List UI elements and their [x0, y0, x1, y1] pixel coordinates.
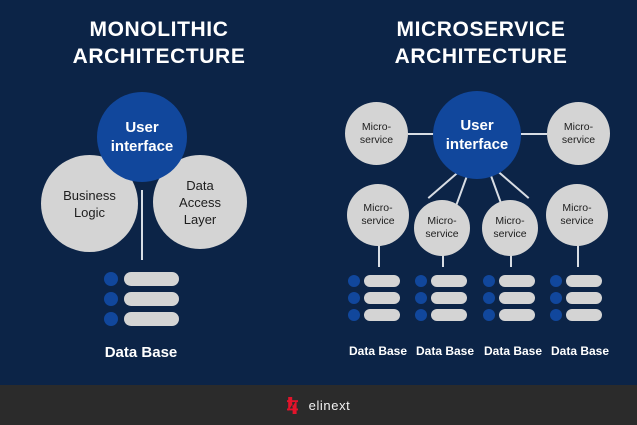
- microservice-label: Micro- service: [359, 120, 394, 146]
- microservice-label: Micro- service: [493, 215, 527, 240]
- microservice-title: MICROSERVICE ARCHITECTURE: [394, 18, 568, 68]
- microservice-label: Micro- service: [561, 120, 596, 146]
- db-row: [550, 292, 602, 304]
- db-row: [104, 292, 179, 306]
- db-bar-icon: [364, 275, 400, 287]
- db-dot-icon: [483, 309, 495, 321]
- db-bar-icon: [124, 272, 179, 286]
- elinext-n-mark-icon: [286, 396, 298, 414]
- db-bar-icon: [124, 292, 179, 306]
- microservice-bottom-3-node[interactable]: Micro- service: [482, 200, 538, 256]
- db-row: [348, 275, 400, 287]
- db-bar-icon: [499, 309, 535, 321]
- db-dot-icon: [104, 272, 118, 286]
- db-bar-icon: [364, 309, 400, 321]
- microservice-top-left-node[interactable]: Micro- service: [345, 102, 408, 165]
- db-dot-icon: [104, 312, 118, 326]
- db-dot-icon: [550, 309, 562, 321]
- db-row: [348, 309, 400, 321]
- db-dot-icon: [483, 292, 495, 304]
- micro-database-2-icon[interactable]: [415, 275, 467, 321]
- db-bar-icon: [566, 275, 602, 287]
- monolithic-title: MONOLITHIC ARCHITECTURE: [72, 18, 246, 68]
- db-bar-icon: [431, 292, 467, 304]
- db-bar-icon: [364, 292, 400, 304]
- microservice-label: Micro- service: [361, 202, 395, 227]
- db-row: [415, 275, 467, 287]
- mono-database-label: Data Base: [104, 344, 178, 361]
- db-dot-icon: [348, 292, 360, 304]
- db-dot-icon: [550, 292, 562, 304]
- micro-database-4-label: Data Base: [550, 344, 610, 358]
- mono-data-access-layer-node[interactable]: Data Access Layer: [153, 155, 247, 249]
- db-bar-icon: [566, 292, 602, 304]
- footer-bar: elinext: [0, 385, 637, 425]
- elinext-logo-text: elinext: [308, 397, 351, 413]
- db-row: [415, 309, 467, 321]
- db-bar-icon: [124, 312, 179, 326]
- db-bar-icon: [499, 275, 535, 287]
- elinext-logo[interactable]: elinext: [286, 396, 351, 415]
- micro-database-4-icon[interactable]: [550, 275, 602, 321]
- micro-user-interface-label: User interface: [445, 117, 509, 153]
- connector-ui-to-database: [141, 190, 143, 260]
- micro-database-3-label: Data Base: [483, 344, 543, 358]
- db-bar-icon: [431, 275, 467, 287]
- mono-database-icon[interactable]: [104, 272, 179, 326]
- db-dot-icon: [104, 292, 118, 306]
- mono-user-interface-node[interactable]: User interface: [97, 92, 187, 182]
- db-dot-icon: [348, 309, 360, 321]
- connector-microservice-4-to-database: [577, 245, 579, 267]
- db-bar-icon: [431, 309, 467, 321]
- db-row: [483, 292, 535, 304]
- db-row: [483, 309, 535, 321]
- micro-user-interface-node[interactable]: User interface: [433, 91, 521, 179]
- db-row: [415, 292, 467, 304]
- micro-database-1-label: Data Base: [348, 344, 408, 358]
- microservice-bottom-2-node[interactable]: Micro- service: [414, 200, 470, 256]
- micro-database-3-icon[interactable]: [483, 275, 535, 321]
- db-dot-icon: [348, 275, 360, 287]
- mono-data-access-layer-label: Data Access Layer: [179, 177, 221, 227]
- microservice-bottom-1-node[interactable]: Micro- service: [347, 184, 409, 246]
- db-dot-icon: [415, 292, 427, 304]
- connector-microservice-2-to-database: [442, 255, 444, 267]
- db-row: [483, 275, 535, 287]
- db-row: [104, 272, 179, 286]
- db-dot-icon: [415, 309, 427, 321]
- micro-database-2-label: Data Base: [415, 344, 475, 358]
- db-dot-icon: [415, 275, 427, 287]
- micro-database-1-icon[interactable]: [348, 275, 400, 321]
- mono-business-logic-label: Business Logic: [63, 187, 116, 220]
- db-row: [348, 292, 400, 304]
- connector-ui-to-microservice-top-right: [521, 133, 547, 135]
- microservice-label: Micro- service: [560, 202, 594, 227]
- db-dot-icon: [483, 275, 495, 287]
- db-bar-icon: [499, 292, 535, 304]
- mono-user-interface-label: User interface: [110, 119, 174, 155]
- db-row: [550, 309, 602, 321]
- db-dot-icon: [550, 275, 562, 287]
- microservice-top-right-node[interactable]: Micro- service: [547, 102, 610, 165]
- db-row: [550, 275, 602, 287]
- connector-microservice-3-to-database: [510, 255, 512, 267]
- connector-microservice-1-to-database: [378, 245, 380, 267]
- db-bar-icon: [566, 309, 602, 321]
- microservice-label: Micro- service: [425, 215, 459, 240]
- connector-ui-to-microservice-top-left: [408, 133, 434, 135]
- db-row: [104, 312, 179, 326]
- microservice-bottom-4-node[interactable]: Micro- service: [546, 184, 608, 246]
